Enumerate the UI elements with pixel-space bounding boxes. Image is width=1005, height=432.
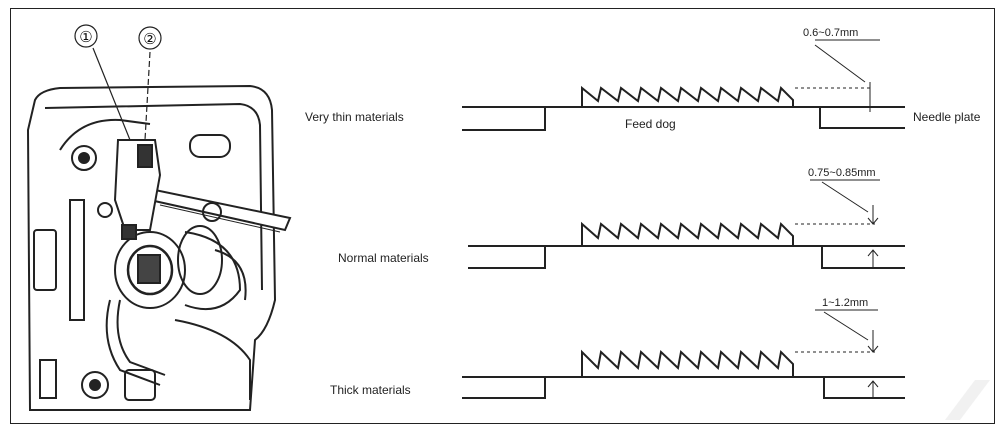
dimension-normal: 0.75~0.85mm — [808, 167, 876, 179]
callout-2: ② — [143, 31, 156, 48]
label-thick: Thick materials — [330, 383, 411, 397]
feed-dog-teeth — [581, 221, 794, 246]
label-normal: Normal materials — [338, 251, 429, 265]
callout-1: ① — [79, 29, 92, 46]
needle-plate-left — [462, 376, 546, 399]
feed-dog-teeth — [581, 349, 794, 377]
figure-frame — [10, 8, 995, 424]
row-very-thin — [462, 39, 905, 131]
machine-illustration — [26, 24, 292, 411]
label-feed-dog: Feed dog — [625, 117, 676, 131]
label-needle-plate: Needle plate — [913, 110, 981, 124]
feed-dog-teeth — [581, 85, 794, 107]
needle-plate-left — [462, 106, 546, 131]
needle-plate-right — [823, 377, 905, 399]
row-normal — [468, 179, 905, 269]
watermark-mark — [945, 380, 990, 420]
needle-plate-right — [819, 107, 905, 129]
needle-plate-right — [821, 246, 905, 269]
dimension-thick: 1~1.2mm — [822, 297, 868, 309]
needle-plate-left — [468, 245, 546, 269]
dimension-very-thin: 0.6~0.7mm — [803, 27, 858, 39]
label-very-thin: Very thin materials — [305, 110, 404, 124]
row-thick — [462, 309, 905, 399]
